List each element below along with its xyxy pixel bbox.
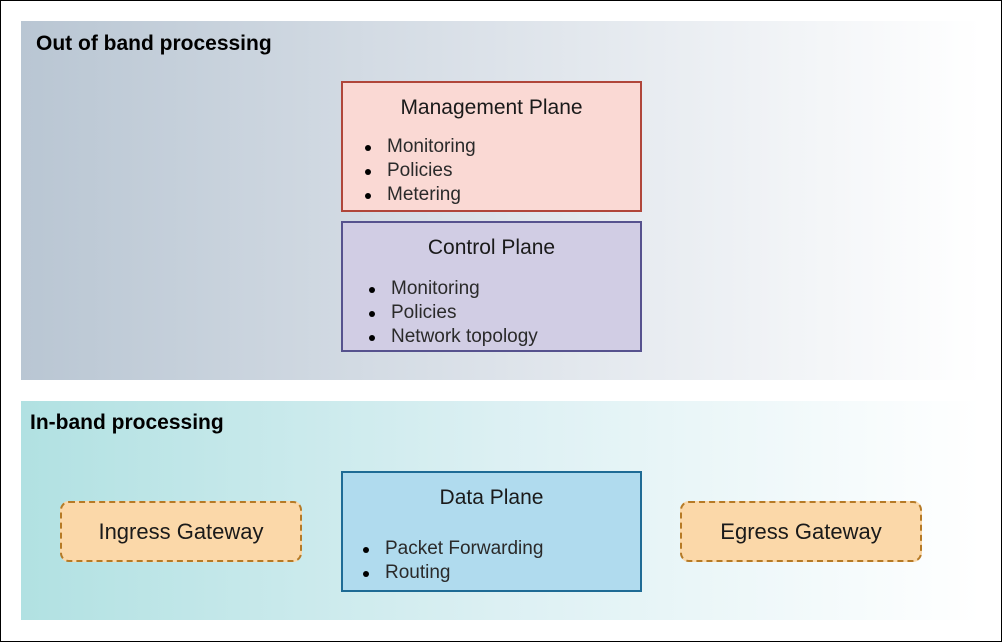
list-item: Policies	[363, 159, 476, 183]
ingress-gateway-box: Ingress Gateway	[60, 501, 302, 562]
list-item: Routing	[361, 561, 543, 585]
in-band-title: In-band processing	[30, 411, 224, 434]
data-plane-list: Packet Forwarding Routing	[361, 537, 543, 585]
list-item: Network topology	[367, 325, 538, 349]
data-plane-box: Data Plane Packet Forwarding Routing	[341, 471, 642, 592]
list-item: Packet Forwarding	[361, 537, 543, 561]
management-plane-box: Management Plane Monitoring Policies Met…	[341, 81, 642, 212]
list-item: Monitoring	[367, 277, 538, 301]
control-plane-list: Monitoring Policies Network topology	[367, 277, 538, 349]
egress-gateway-label: Egress Gateway	[720, 518, 882, 544]
egress-gateway-box: Egress Gateway	[680, 501, 922, 562]
out-of-band-title: Out of band processing	[36, 32, 272, 55]
management-plane-list: Monitoring Policies Metering	[363, 135, 476, 207]
data-plane-title: Data Plane	[439, 486, 544, 509]
ingress-gateway-label: Ingress Gateway	[98, 518, 264, 544]
control-plane-title: Control Plane	[427, 236, 556, 259]
control-plane-box: Control Plane Monitoring Policies Networ…	[341, 221, 642, 352]
list-item: Policies	[367, 301, 538, 325]
list-item: Metering	[363, 183, 476, 207]
management-plane-title: Management Plane	[400, 96, 583, 119]
list-item: Monitoring	[363, 135, 476, 159]
